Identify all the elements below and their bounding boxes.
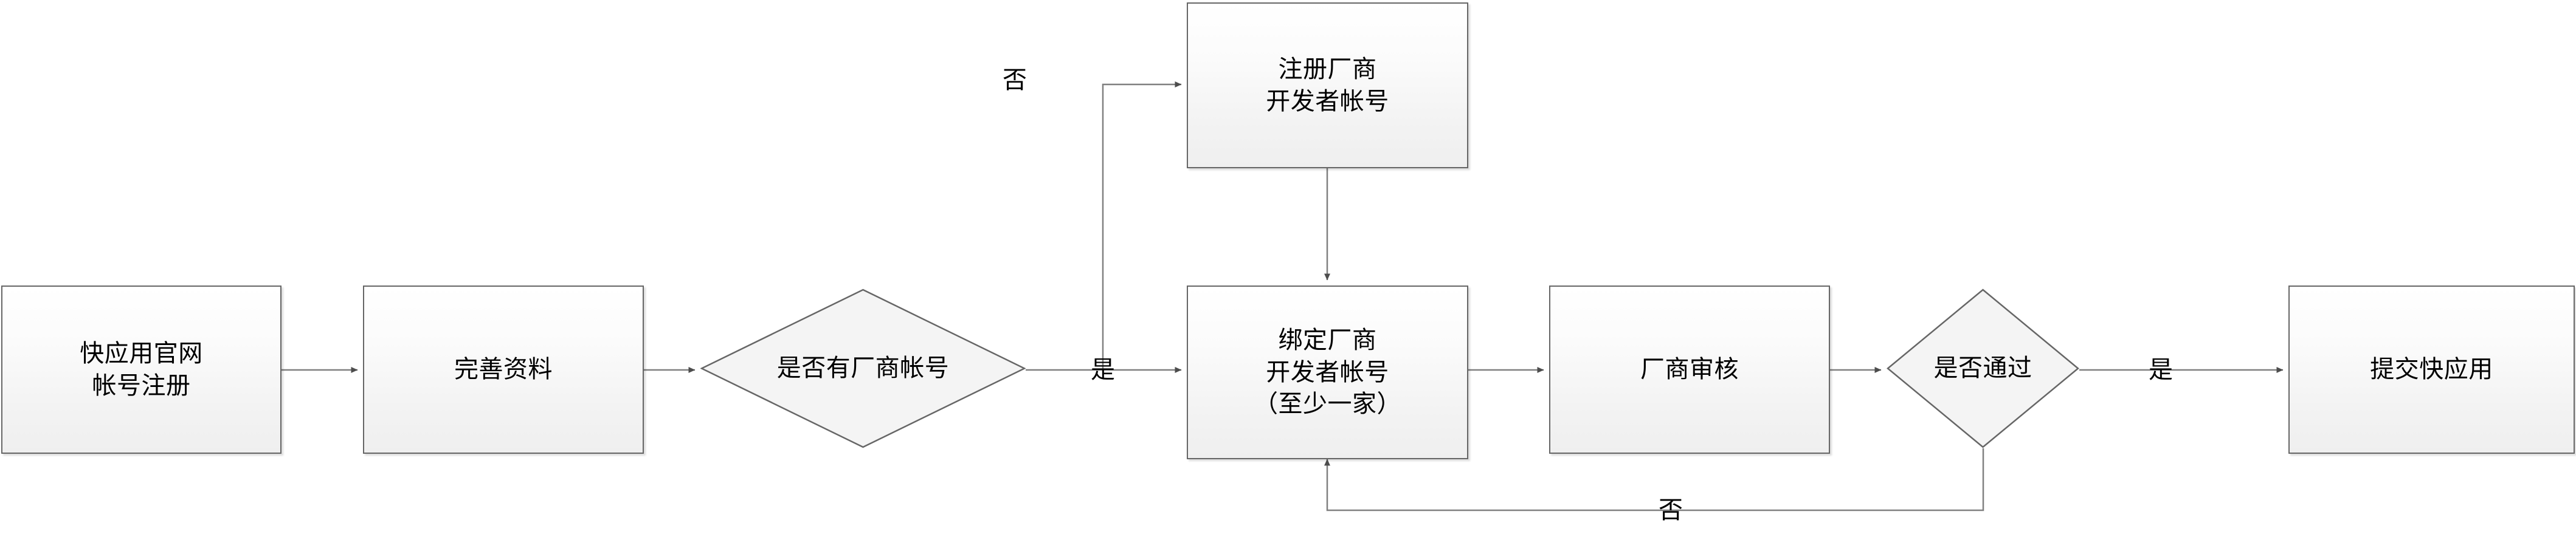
node-vendor-review[interactable]: 厂商审核 (1549, 286, 1830, 454)
node-label: 提交快应用 (2370, 355, 2493, 384)
connector-d2-n4-no (1324, 448, 1984, 511)
node-register-account[interactable]: 快应用官网 帐号注册 (1, 286, 281, 454)
node-complete-profile[interactable]: 完善资料 (363, 286, 644, 454)
diamond-shape (700, 289, 1026, 448)
node-label: 厂商审核 (1640, 355, 1739, 384)
edge-label-yes-submit: 是 (2149, 356, 2173, 384)
node-label: 是否通过 (1933, 354, 2032, 383)
edge-label-no-rebind: 否 (1659, 496, 1683, 524)
node-label: 快应用官网 帐号注册 (80, 339, 203, 400)
node-decision-approved[interactable]: 是否通过 (1887, 289, 2079, 448)
edge-label-no-register: 否 (1003, 66, 1027, 94)
node-submit-quickapp[interactable]: 提交快应用 (2288, 286, 2575, 454)
node-decision-has-vendor-account[interactable]: 是否有厂商帐号 (700, 289, 1026, 448)
node-bind-vendor-developer-account[interactable]: 绑定厂商 开发者帐号 （至少一家） (1187, 286, 1468, 459)
node-label: 注册厂商 开发者帐号 (1266, 55, 1389, 115)
edge-label-yes-bind: 是 (1091, 356, 1115, 384)
node-register-vendor-developer-account[interactable]: 注册厂商 开发者帐号 (1187, 2, 1468, 168)
node-label: 是否有厂商帐号 (776, 354, 950, 383)
connector-d1-n3-no (1102, 81, 1182, 370)
node-label: 绑定厂商 开发者帐号 （至少一家） (1254, 326, 1401, 419)
node-label: 完善资料 (454, 355, 553, 384)
diamond-shape (1887, 289, 2079, 448)
